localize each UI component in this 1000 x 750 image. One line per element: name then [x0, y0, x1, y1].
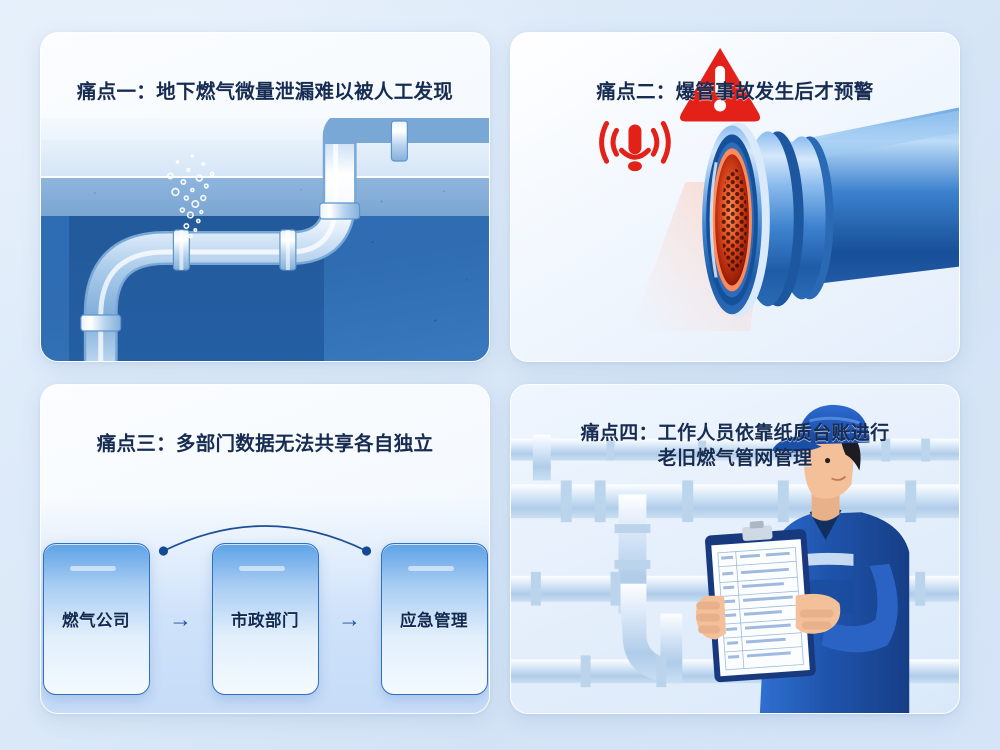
form-text-lines	[721, 551, 793, 659]
clipboard-clip-top	[749, 520, 764, 529]
pain-point-card-4: 痛点四：工作人员依靠纸质台账进行 老旧燃气管网管理	[510, 384, 960, 714]
honeycomb-pattern	[721, 168, 747, 272]
soil-surface-layer	[41, 176, 489, 216]
siren-alarm-icon	[599, 120, 671, 172]
department-card-gas-company[interactable]: 燃气公司	[42, 543, 150, 695]
pain-point-card-1: 痛点一：地下燃气微量泄漏难以被人工发现	[40, 32, 490, 362]
connector-node	[361, 546, 372, 556]
cap-brim	[771, 436, 822, 453]
pipe-flange-1	[80, 314, 122, 332]
department-label: 应急管理	[400, 612, 468, 630]
pipe-mouth	[702, 122, 770, 318]
department-label: 燃气公司	[62, 612, 130, 630]
head	[803, 436, 856, 499]
cap-highlight	[809, 416, 860, 425]
card-2-title: 痛点二：爆管事故发生后才预警	[596, 81, 874, 103]
burst-pipe-drawing	[599, 47, 959, 332]
departments-row: 燃气公司 → 市政部门 → 应急管理	[41, 543, 489, 695]
card-4-title-line-1: 痛点四：工作人员依靠纸质台账进行	[580, 423, 890, 444]
pipe-barrel	[737, 107, 959, 307]
pipe-top-right	[322, 118, 489, 145]
clipboard-clip	[742, 525, 773, 541]
pipe-flange-2	[172, 229, 190, 271]
department-card-emergency[interactable]: 应急管理	[380, 543, 488, 695]
card-highlight	[407, 566, 454, 571]
card-highlight	[238, 566, 285, 571]
clipboard-with-paper-form	[705, 520, 816, 683]
pipe-body	[83, 144, 357, 361]
pipe-drawing	[80, 118, 489, 361]
card-highlight	[69, 566, 116, 571]
worker-illustration	[511, 385, 959, 713]
pipe-flange-4	[319, 202, 361, 220]
department-label: 市政部门	[231, 612, 299, 630]
blue-cap	[797, 404, 870, 445]
burst-pipe-illustration	[511, 33, 959, 361]
card-3-title: 痛点三：多部门数据无法共享各自独立	[96, 433, 434, 455]
department-card-municipal[interactable]: 市政部门	[211, 543, 319, 695]
card-1-title: 痛点一：地下燃气微量泄漏难以被人工发现	[76, 81, 454, 103]
pain-point-card-2: 痛点二：爆管事故发生后才预警	[510, 32, 960, 362]
eye	[824, 457, 831, 464]
gas-leak-bubbles	[167, 154, 215, 239]
mouth	[831, 475, 847, 481]
departments-diagram: 燃气公司 → 市政部门 → 应急管理	[41, 481, 489, 713]
inspection-worker	[695, 404, 910, 713]
pain-point-card-3: 痛点三：多部门数据无法共享各自独立	[40, 384, 490, 714]
sky-band	[41, 140, 489, 178]
right-fingers	[799, 609, 834, 630]
pipe-flange-5	[390, 120, 408, 162]
card-4-title: 痛点四：工作人员依靠纸质台账进行 老旧燃气管网管理	[511, 385, 959, 472]
left-fingers	[696, 601, 721, 634]
right-arm	[821, 563, 898, 653]
flow-arrow-2: →	[338, 605, 361, 632]
warning-triangle-icon	[680, 47, 761, 122]
flow-arrow-1: →	[169, 605, 192, 632]
pipe-flange-3	[279, 229, 297, 271]
card-4-title-line-2: 老旧燃气管网管理	[657, 448, 813, 470]
worker-drawing	[511, 404, 959, 713]
underground-pipe-illustration	[41, 118, 489, 361]
connector-node	[158, 546, 169, 556]
